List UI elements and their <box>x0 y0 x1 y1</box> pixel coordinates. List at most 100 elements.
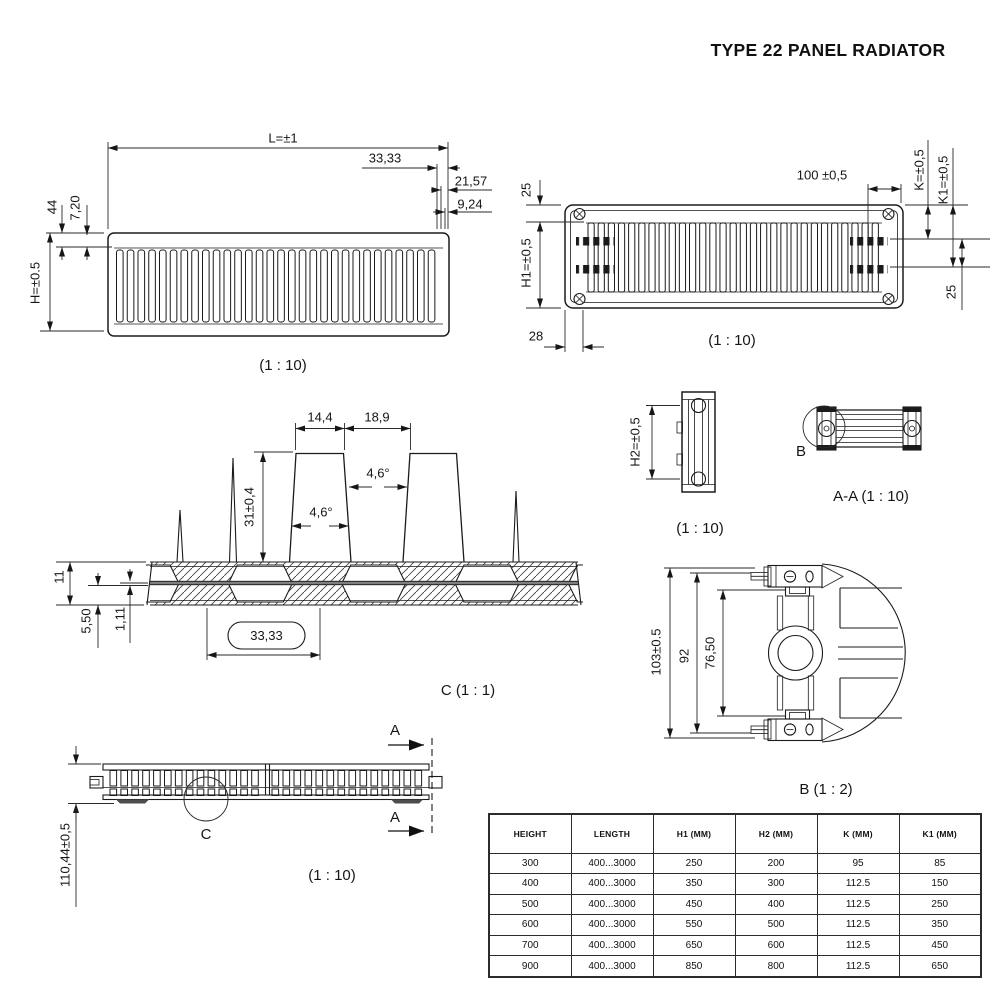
page-title: TYPE 22 PANEL RADIATOR <box>710 40 946 60</box>
section-marker-top: A <box>390 722 400 739</box>
cell: 150 <box>898 873 982 895</box>
cell: 400...3000 <box>570 873 654 895</box>
dim-h2: H2=±0,5 <box>627 417 642 466</box>
table-row: 300 400...3000 250 200 95 85 <box>488 852 982 875</box>
cell: 112.5 <box>816 934 900 957</box>
side-view: H2=±0,5 (1 : 10) <box>627 391 724 537</box>
cell: 350 <box>898 914 982 936</box>
col-header-height: HEIGHT <box>488 813 572 854</box>
tapping-top <box>690 397 707 414</box>
back-view: 25 H1=±0,5 28 100 ±0,5 K=±0,5 K1=±0,5 25… <box>518 140 990 352</box>
dim-length: L=±1 <box>268 130 297 145</box>
dim-111: 1,11 <box>112 607 127 631</box>
col-header-h2: H2 (MM) <box>734 813 818 854</box>
dim-depth: 110,44±0,5 <box>57 823 72 887</box>
dim-slat-pitch: 33,33 <box>369 150 402 165</box>
detail-c-boundary-circle <box>183 776 229 822</box>
dim-fin-gap: 18,9 <box>364 409 389 424</box>
dim-k1: K1=±0,5 <box>935 156 950 205</box>
col-header-k: K (MM) <box>816 813 900 854</box>
dim-720: 7,20 <box>67 195 82 220</box>
side-scale-label: (1 : 10) <box>676 520 724 537</box>
end-tapping <box>89 775 104 789</box>
dim-angle-bottom: 4,6° <box>309 504 332 519</box>
cell: 300 <box>488 852 572 875</box>
dim-h1: H1=±0,5 <box>518 238 533 287</box>
cell: 650 <box>652 934 736 957</box>
dim-band-height: 11 <box>51 570 66 584</box>
detail-c-marker: C <box>201 826 212 843</box>
front-scale-label: (1 : 10) <box>259 357 307 374</box>
corner-screws <box>573 207 895 306</box>
table-row: 700 400...3000 650 600 112.5 450 <box>488 934 982 957</box>
cell: 700 <box>488 934 572 957</box>
tapping-bottom <box>690 471 707 487</box>
cell: 112.5 <box>816 893 900 916</box>
dim-fin-height: 31±0,4 <box>241 487 256 527</box>
cell: 600 <box>734 934 818 957</box>
plan-scale-label: (1 : 10) <box>308 867 356 884</box>
cell: 600 <box>488 914 572 936</box>
table-row: 400 400...3000 350 300 112.5 150 <box>488 873 982 895</box>
fins <box>176 452 520 563</box>
detail-c-label: C (1 : 1) <box>441 682 495 699</box>
bracket-rail <box>576 265 614 274</box>
dim-28: 28 <box>529 328 543 343</box>
plan-view: C A A 110,44±0,5 (1 : 10) <box>57 722 443 907</box>
cell: 400...3000 <box>570 893 654 916</box>
cell: 400...3000 <box>570 852 654 875</box>
dim-25-right: 25 <box>943 285 958 299</box>
cell: 112.5 <box>816 955 900 978</box>
cell: 112.5 <box>816 873 900 895</box>
col-header-h1: H1 (MM) <box>652 813 736 854</box>
cell: 450 <box>652 893 736 916</box>
dim-k: K=±0,5 <box>911 149 926 190</box>
cell: 400 <box>734 893 818 916</box>
end-tapping <box>428 775 443 789</box>
cell: 550 <box>652 914 736 936</box>
back-scale-label: (1 : 10) <box>708 332 756 349</box>
cell: 200 <box>734 852 818 875</box>
table-row: 600 400...3000 550 500 112.5 350 <box>488 914 982 936</box>
foot <box>391 799 423 804</box>
cell: 650 <box>898 955 982 978</box>
section-aa-label: A-A (1 : 10) <box>833 488 909 505</box>
cell: 800 <box>734 955 818 978</box>
col-header-length: LENGTH <box>570 813 654 854</box>
cell: 95 <box>816 852 900 875</box>
cell: 450 <box>898 934 982 957</box>
table-row: 900 400...3000 850 800 112.5 650 <box>488 955 982 978</box>
section-marker-bottom: A <box>390 809 400 826</box>
dim-550: 5,50 <box>78 608 93 633</box>
cell: 400 <box>488 873 572 895</box>
cell: 900 <box>488 955 572 978</box>
dim-angle-top: 4,6° <box>366 465 389 480</box>
detail-b-label: B (1 : 2) <box>799 781 852 798</box>
detail-c-view: 14,4 18,9 31±0,4 4,6° 4,6° 11 5,50 1,11 … <box>51 409 583 699</box>
dim-44: 44 <box>44 200 59 214</box>
cell: 400...3000 <box>570 914 654 936</box>
col-header-k1: K1 (MM) <box>898 813 982 854</box>
dim-92: 92 <box>676 649 691 663</box>
bracket-rail <box>576 237 614 246</box>
detail-b-boundary-circle <box>802 405 846 449</box>
cell: 85 <box>898 852 982 875</box>
cell: 400...3000 <box>570 955 654 978</box>
bracket-tab <box>676 421 683 434</box>
section-aa-view: B A-A (1 : 10) <box>796 405 922 505</box>
header-row: HEIGHT LENGTH H1 (MM) H2 (MM) K (MM) K1 … <box>488 813 982 854</box>
dim-fin-top: 14,4 <box>307 409 332 424</box>
cell: 850 <box>652 955 736 978</box>
cell: 250 <box>652 852 736 875</box>
bracket-tab <box>676 453 683 466</box>
tapping-boss <box>767 625 824 681</box>
dim-103: 103±0.5 <box>648 629 663 676</box>
foot <box>116 799 149 804</box>
front-grille <box>116 249 436 323</box>
cell: 112.5 <box>816 914 900 936</box>
dim-7650: 76,50 <box>702 637 717 670</box>
back-grille <box>587 222 879 293</box>
dim-924: 9,24 <box>457 196 482 211</box>
cell: 250 <box>898 893 982 916</box>
